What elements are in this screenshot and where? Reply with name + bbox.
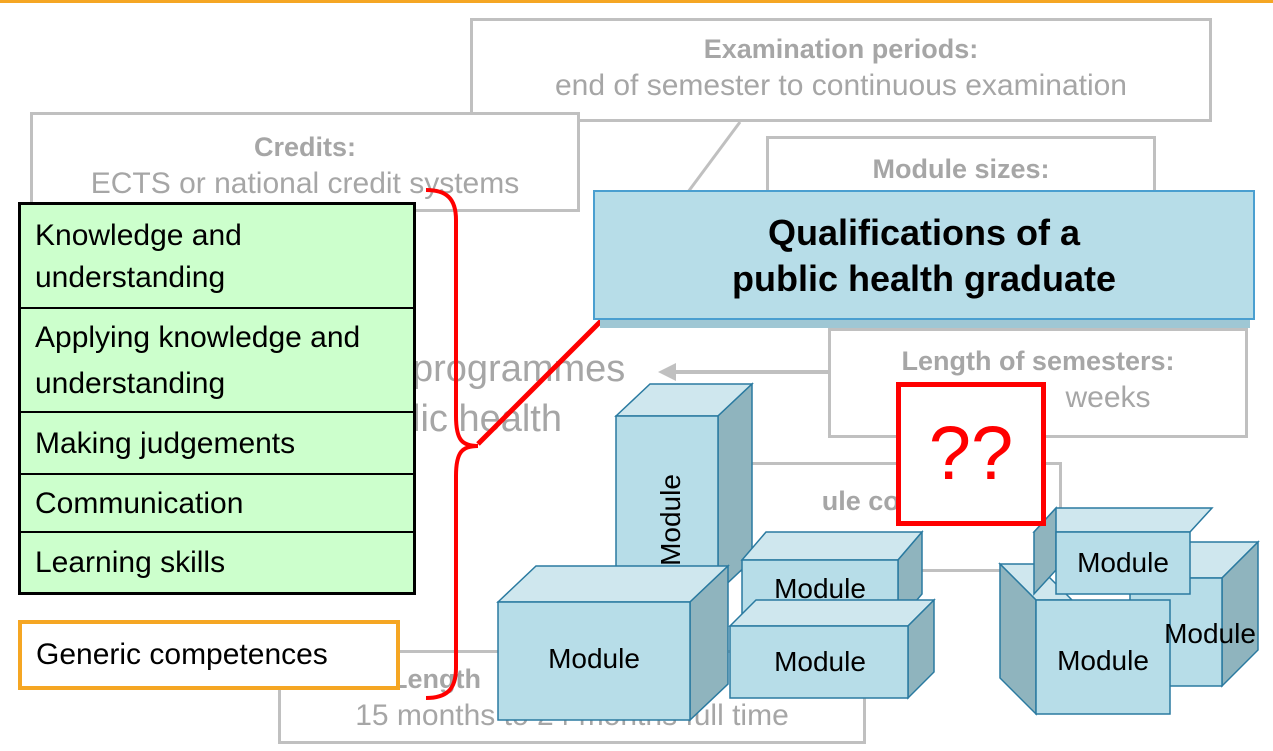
module-label-right-front: Module <box>1057 645 1149 676</box>
length-semesters-text: weeks <box>1065 380 1151 414</box>
module-cube-right-front <box>998 562 1171 716</box>
length-programme-title: Length <box>391 664 481 694</box>
module-label-right-back: Module <box>1164 618 1256 649</box>
qualifications-box: Qualifications of a public health gradua… <box>593 190 1255 320</box>
examination-periods-title: Examination periods: <box>703 34 979 64</box>
credits-box: Credits: ECTS or national credit systems <box>30 112 580 212</box>
semester-connector-arrowhead <box>658 363 676 381</box>
question-marks-box: ?? <box>896 382 1046 526</box>
credits-title: Credits: <box>253 132 356 162</box>
qualifications-line2: public health graduate <box>731 258 1117 299</box>
module-label-vertical: Module <box>655 474 686 566</box>
examination-periods-box: Examination periods: end of semester to … <box>470 18 1212 122</box>
dublin-descriptors-box: Knowledge and understanding Applying kno… <box>18 202 416 595</box>
length-semesters-title: Length of semesters: <box>901 346 1175 376</box>
descriptor-knowledge: Knowledge and understanding <box>21 205 413 309</box>
top-accent-line <box>0 0 1273 3</box>
module-label-right-top: Module <box>1077 547 1169 578</box>
module-label-large-left: Module <box>548 643 640 674</box>
descriptor-learning-skills: Learning skills <box>35 546 226 579</box>
generic-competences-box: Generic competences <box>18 620 400 690</box>
ghost-text-programmes: programmes <box>412 348 626 390</box>
red-curly-brace <box>425 188 479 700</box>
examination-periods-text: end of semester to continuous examinatio… <box>554 68 1127 102</box>
descriptor-judgements: Making judgements <box>21 413 413 475</box>
descriptor-communication: Communication <box>21 475 413 533</box>
module-cube-right-top <box>1032 506 1214 596</box>
module-cube-large-left <box>496 564 730 722</box>
module-cube-vertical <box>614 382 754 594</box>
module-label-top-middle: Module <box>774 573 866 604</box>
module-sizes-title: Module sizes: <box>872 154 1050 184</box>
descriptor-applying: Applying knowledge and understanding <box>21 309 413 413</box>
module-label-bottom-middle: Module <box>774 646 866 677</box>
qualifications-box-shadow <box>600 318 1250 328</box>
qualifications-line1: Qualifications of a <box>767 212 1081 253</box>
module-cube-bottom-middle <box>728 598 936 700</box>
examination-connector-line <box>686 121 742 193</box>
